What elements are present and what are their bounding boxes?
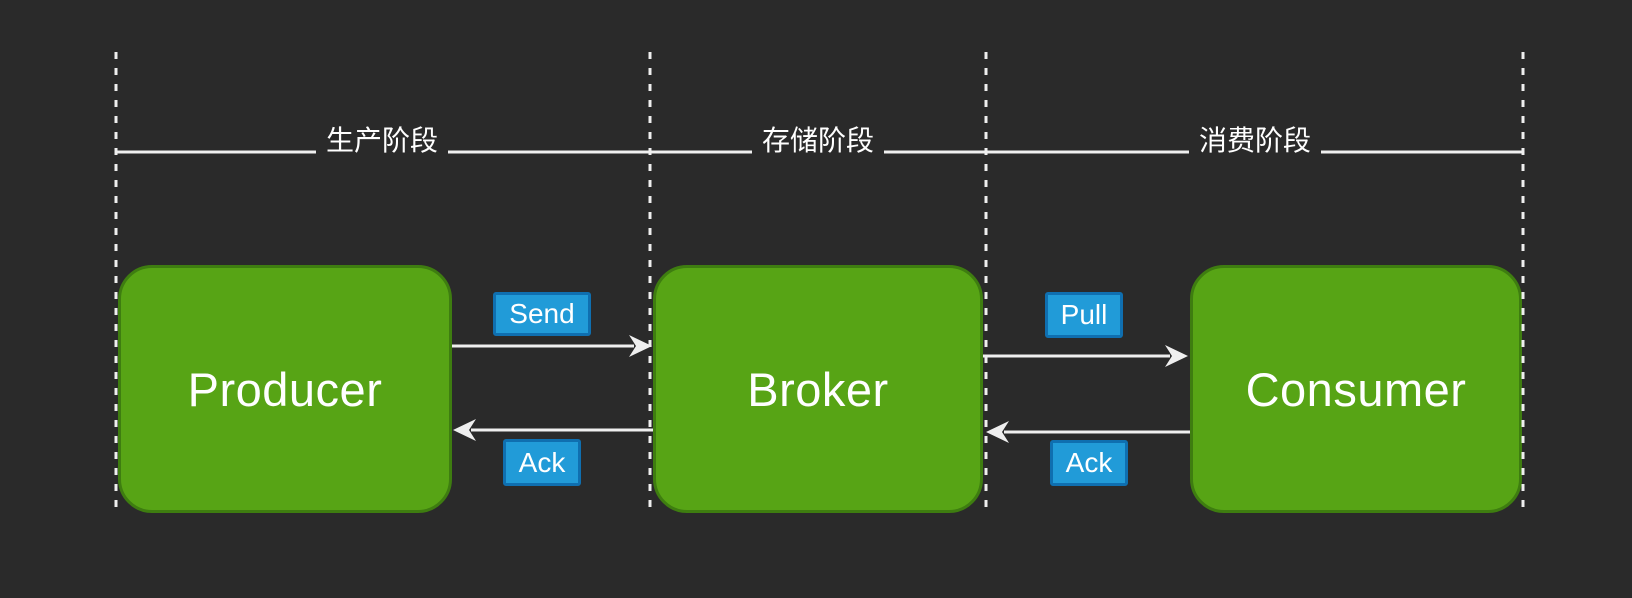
send-badge: Send [493, 292, 591, 336]
pull-arrow [983, 345, 1188, 367]
phase-label-consumption: 消费阶段 [1188, 124, 1322, 158]
pull-badge: Pull [1045, 292, 1123, 338]
ack-producer-badge: Ack [503, 439, 581, 486]
node-broker: Broker [653, 265, 983, 513]
node-consumer: Consumer [1190, 265, 1522, 513]
ack-broker-arrow [986, 421, 1190, 443]
phase-label-storage: 存储阶段 [751, 124, 885, 158]
ack-broker-badge: Ack [1050, 440, 1128, 486]
phase-label-production: 生产阶段 [315, 124, 449, 158]
node-producer-label: Producer [187, 362, 383, 416]
node-producer: Producer [118, 265, 452, 513]
ack-producer-arrow [453, 419, 653, 441]
node-broker-label: Broker [747, 362, 889, 416]
send-arrow [452, 335, 652, 357]
node-consumer-label: Consumer [1245, 362, 1467, 416]
